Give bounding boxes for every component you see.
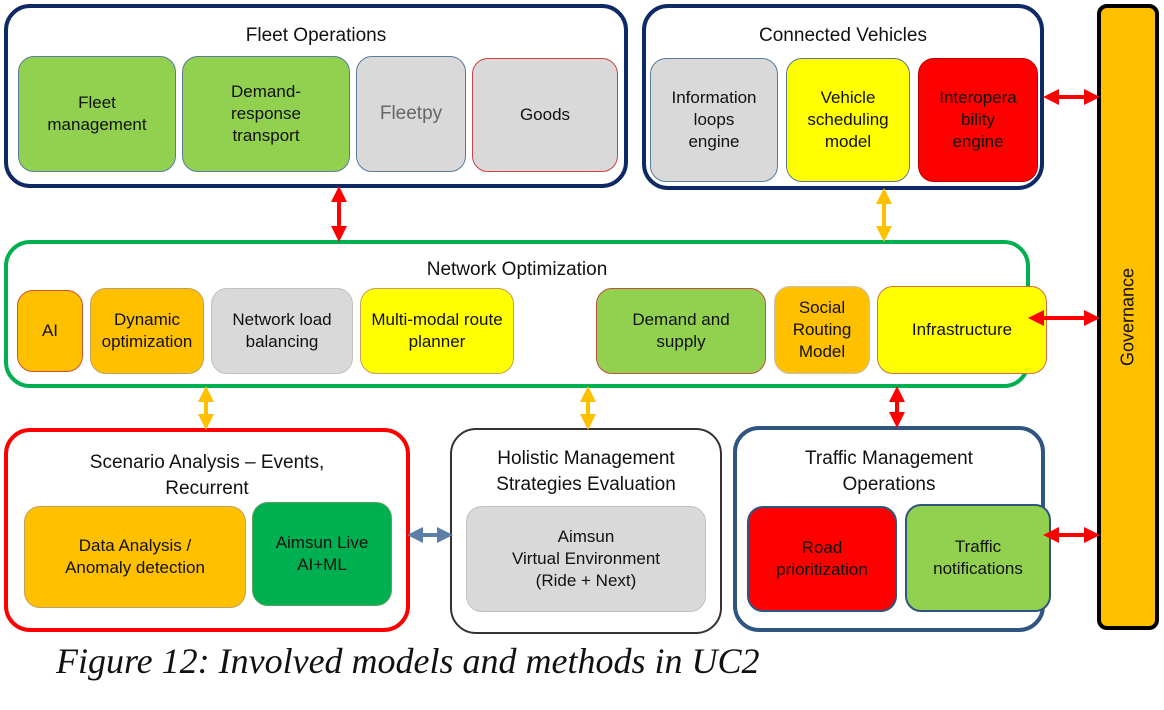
holistic-management-title: Holistic Management Strategies Evaluatio…: [496, 448, 676, 495]
vehicle-scheduling-model-box: Vehicle scheduling model: [786, 58, 910, 182]
data-analysis-anomaly-detection-box: Data Analysis / Anomaly detection: [24, 506, 246, 608]
traffic-notifications-box: Traffic notifications: [905, 504, 1051, 612]
connected-vehicles-title: Connected Vehicles: [759, 25, 927, 46]
scenario-analysis-group: Scenario Analysis – Events, Recurrent Da…: [4, 428, 410, 632]
road-prioritization-box: Road prioritization: [747, 506, 897, 612]
interoperability-engine-box: Interopera bility engine: [918, 58, 1038, 182]
multi-modal-route-planner-box: Multi-modal route planner: [360, 288, 514, 374]
scenario-analysis-title: Scenario Analysis – Events, Recurrent: [89, 452, 325, 499]
fleet-management-box: Fleet management: [18, 56, 176, 172]
infrastructure-box: Infrastructure: [877, 286, 1047, 374]
network-load-balancing-box: Network load balancing: [211, 288, 353, 374]
traffic-management-title: Traffic Management Operations: [805, 448, 973, 495]
ai-box: AI: [17, 290, 83, 372]
figure-caption: Figure 12: Involved models and methods i…: [56, 641, 760, 681]
fleetpy-box: Fleetpy: [356, 56, 466, 172]
aimsun-live-ai-ml-box: Aimsun Live AI+ML: [252, 502, 392, 606]
fleet-operations-group: Fleet Operations Fleet management Demand…: [4, 4, 628, 188]
goods-box: Goods: [472, 58, 618, 172]
dynamic-optimization-box: Dynamic optimization: [90, 288, 204, 374]
network-optimization-title: Network Optimization: [426, 259, 608, 280]
demand-response-transport-box: Demand- response transport: [182, 56, 350, 172]
social-routing-model-box: Social Routing Model: [774, 286, 870, 374]
aimsun-virtual-environment-box: Aimsun Virtual Environment (Ride + Next): [466, 506, 706, 612]
fleet-operations-title: Fleet Operations: [245, 25, 387, 46]
information-loops-engine-box: Information loops engine: [650, 58, 778, 182]
traffic-management-group: Traffic Management Operations Road prior…: [733, 426, 1051, 632]
holistic-management-group: Holistic Management Strategies Evaluatio…: [450, 428, 722, 634]
connected-vehicles-group: Connected Vehicles Information loops eng…: [642, 4, 1044, 190]
network-optimization-group: Network Optimization AI Dynamic optimiza…: [4, 240, 1047, 388]
demand-and-supply-box: Demand and supply: [596, 288, 766, 374]
